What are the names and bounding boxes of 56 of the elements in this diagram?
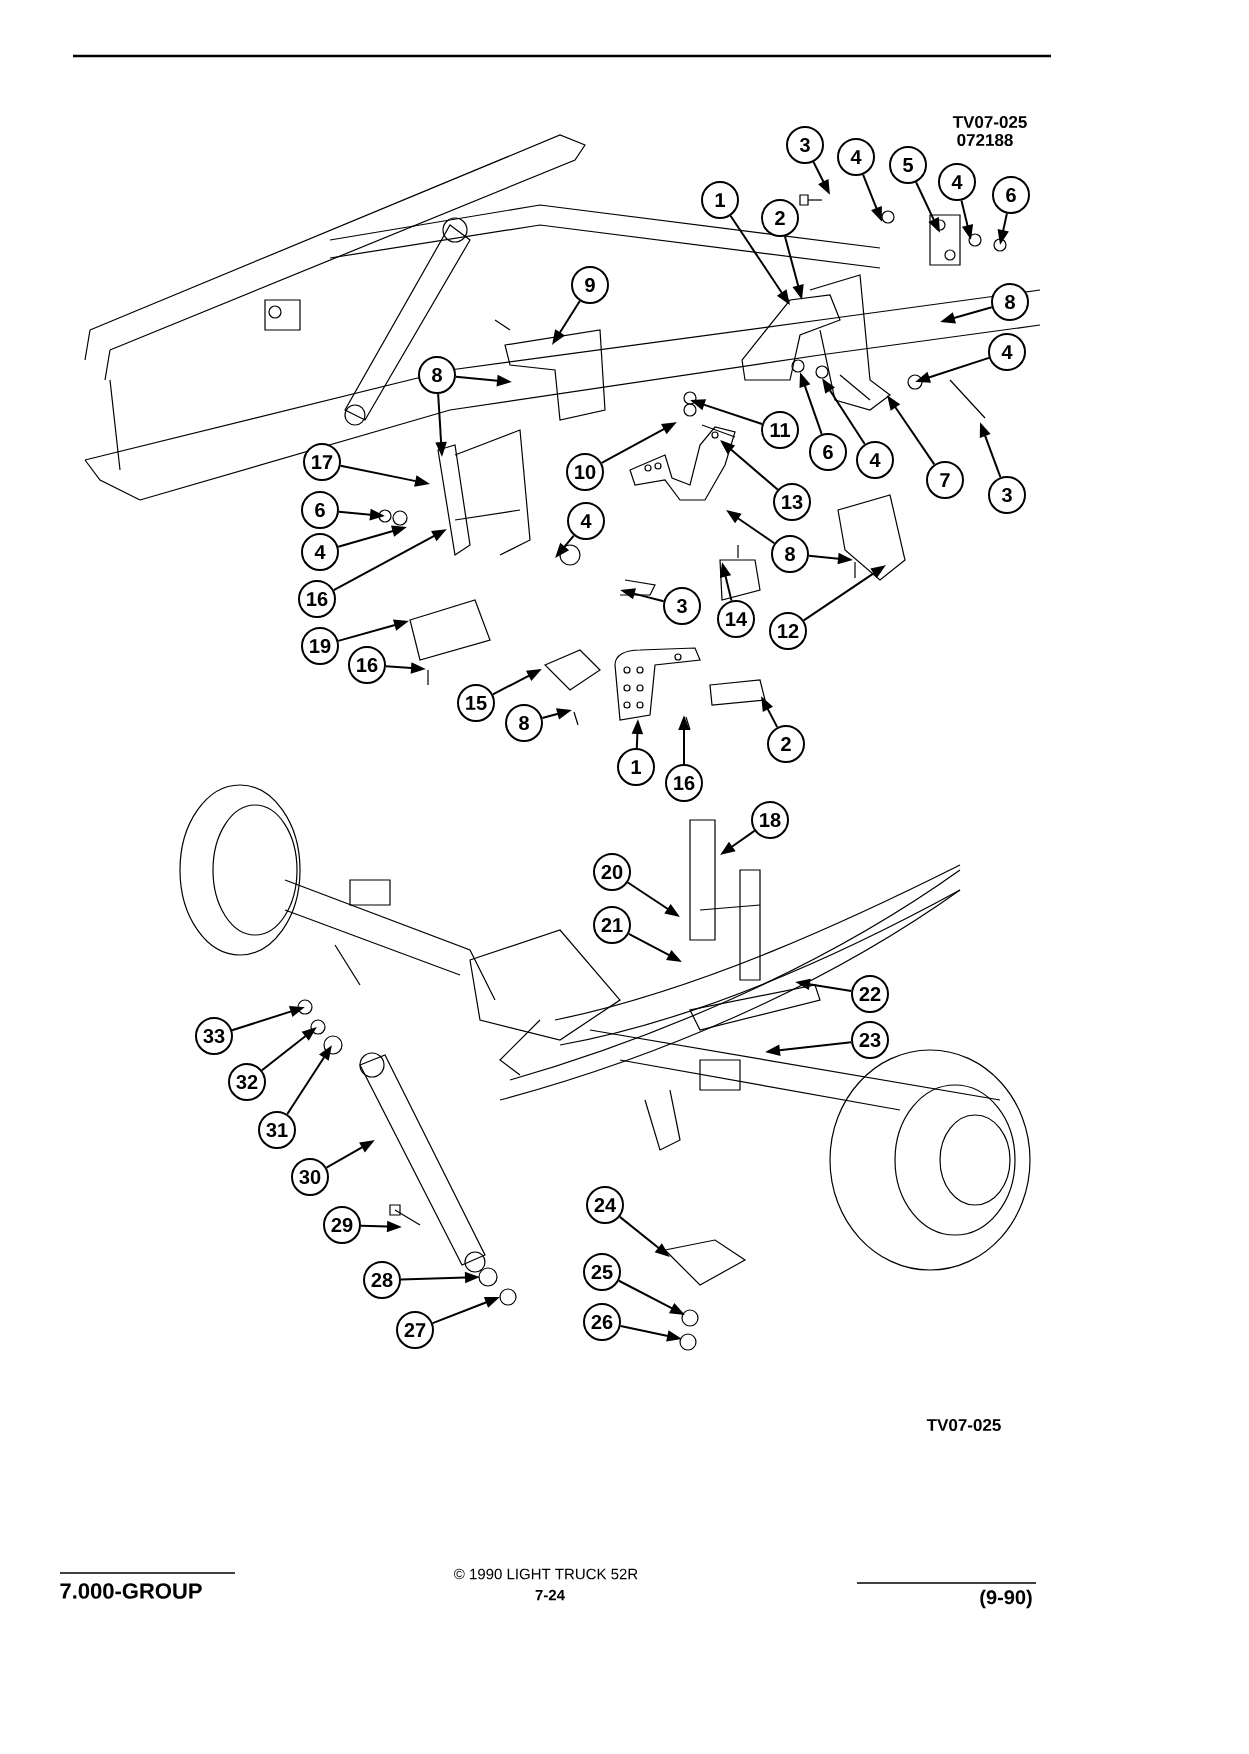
callout-number: 3: [663, 587, 701, 625]
callout-number: 6: [301, 491, 339, 529]
callout-number: 18: [751, 801, 789, 839]
callout-number: 15: [457, 684, 495, 722]
callout-number: 8: [771, 535, 809, 573]
copyright-line: © 1990 LIGHT TRUCK 52R: [454, 1568, 638, 1580]
section-label: 7.000-GROUP: [60, 1583, 202, 1599]
callout-number: 31: [258, 1111, 296, 1149]
callout-number: 4: [567, 502, 605, 540]
callout-number: 11: [761, 411, 799, 449]
callout-number: 25: [583, 1253, 621, 1291]
callout-number: 9: [571, 266, 609, 304]
callout-number: 16: [665, 764, 703, 802]
callout-number: 33: [195, 1017, 233, 1055]
callout-number: 13: [773, 483, 811, 521]
callout-number: 19: [301, 627, 339, 665]
figure-code: TV07-025: [952, 116, 1027, 129]
callout-number: 12: [769, 612, 807, 650]
callout-number: 30: [291, 1158, 329, 1196]
callout-number: 6: [809, 433, 847, 471]
callout-number: 7: [926, 461, 964, 499]
callout-number: 10: [566, 453, 604, 491]
callout-number: 3: [786, 126, 824, 164]
callout-number: 4: [856, 441, 894, 479]
callout-number: 20: [593, 853, 631, 891]
callout-number: 16: [298, 580, 336, 618]
callout-number: 23: [851, 1021, 889, 1059]
callout-number: 14: [717, 600, 755, 638]
date-code: 072188: [957, 134, 1013, 147]
callout-number: 17: [303, 443, 341, 481]
callout-number: 4: [301, 533, 339, 571]
callout-number: 6: [992, 176, 1030, 214]
callout-number: 32: [228, 1063, 266, 1101]
callout-number: 21: [593, 906, 631, 944]
figure-code: TV07-025: [926, 1419, 1001, 1432]
callout-number: 27: [396, 1311, 434, 1349]
callout-number: 4: [988, 333, 1026, 371]
callout-number: 4: [938, 163, 976, 201]
callout-number: 8: [505, 704, 543, 742]
callout-number: 22: [851, 975, 889, 1013]
callout-number: 2: [761, 199, 799, 237]
callout-number: 8: [991, 283, 1029, 321]
callout-number: 1: [701, 181, 739, 219]
callout-number: 28: [363, 1261, 401, 1299]
callout-number: 26: [583, 1303, 621, 1341]
page-number: 7-24: [535, 1589, 565, 1601]
callout-number: 29: [323, 1206, 361, 1244]
revision-date: (9-90): [980, 1589, 1032, 1609]
callout-number: 3: [988, 476, 1026, 514]
callout-number: 8: [418, 356, 456, 394]
callout-number: 5: [889, 146, 927, 184]
callout-number: 1: [617, 748, 655, 786]
callout-number: 24: [586, 1186, 624, 1224]
callout-number: 2: [767, 725, 805, 763]
callout-number: 16: [348, 646, 386, 684]
callout-number: 4: [837, 138, 875, 176]
